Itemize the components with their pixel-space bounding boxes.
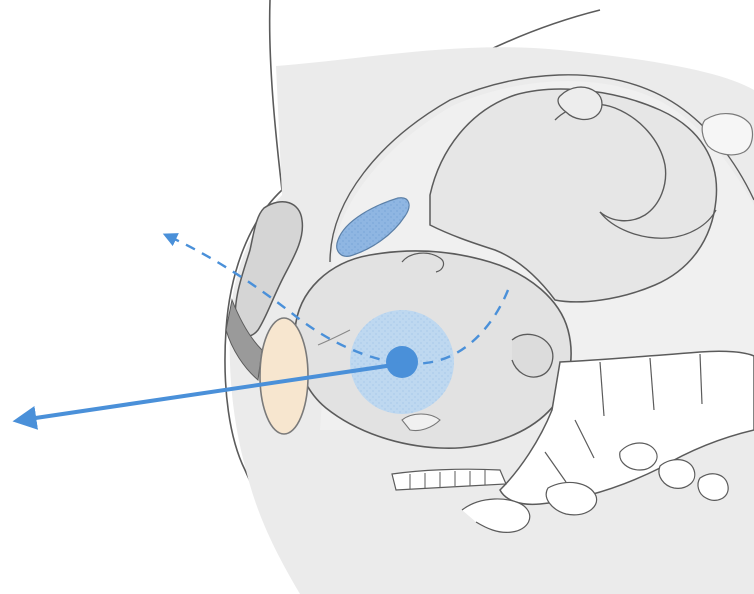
bowel-loop-2 — [620, 443, 657, 470]
vacuum-cup-pad — [260, 318, 308, 434]
bowel-loop-4 — [698, 474, 728, 501]
